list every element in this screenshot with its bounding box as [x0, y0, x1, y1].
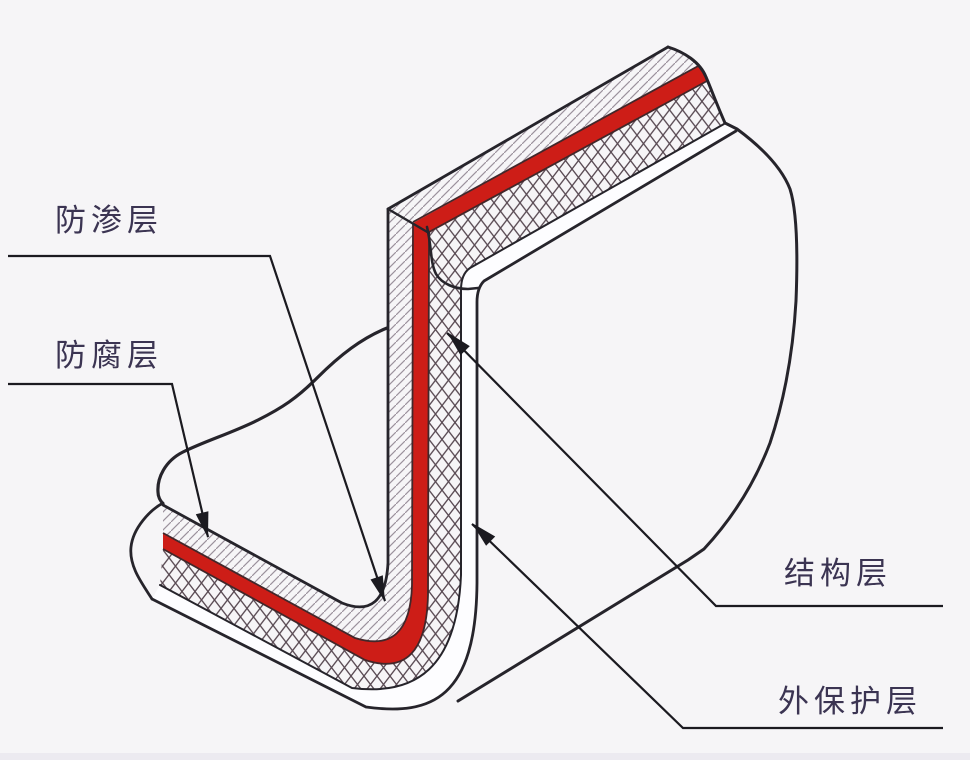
arrowhead-outer-protective: [472, 523, 496, 546]
break-line-left-end: [129, 501, 165, 601]
red-layer-edges: [162, 64, 708, 665]
arrowhead-anti-seepage: [370, 575, 385, 602]
structural-outer-boundary: [159, 123, 725, 691]
leader-anti-seepage: [8, 254, 387, 602]
label-anti-corrosion-layer: 防腐层: [55, 338, 163, 373]
leader-lines: [8, 254, 943, 730]
label-anti-seepage-layer: 防渗层: [55, 203, 163, 238]
break-line-inner-surface: [156, 326, 389, 506]
main-outlines: [129, 45, 799, 711]
leader-outer-protective: [471, 523, 943, 730]
break-mask-left-end: [108, 468, 163, 609]
arrowhead-structural: [447, 332, 470, 356]
top-fold-edge: [386, 207, 431, 235]
leader-arrowheads: [195, 332, 496, 602]
arrowhead-anti-corrosion: [195, 511, 209, 538]
break-line-blob: [456, 45, 799, 703]
top-face-edge: [386, 45, 670, 211]
bottom-edge-strip: [0, 753, 970, 760]
label-structural-layer: 结构层: [784, 556, 892, 591]
label-outer-protective-layer: 外保护层: [778, 684, 922, 719]
structural-layer-region: [160, 81, 724, 690]
leader-structural: [446, 332, 943, 608]
break-mask-top-right: [668, 16, 812, 152]
concave-corner-curve: [425, 225, 480, 291]
outer-outline: [150, 129, 738, 711]
inner-outline: [161, 207, 390, 609]
leader-anti-corrosion: [8, 382, 210, 538]
